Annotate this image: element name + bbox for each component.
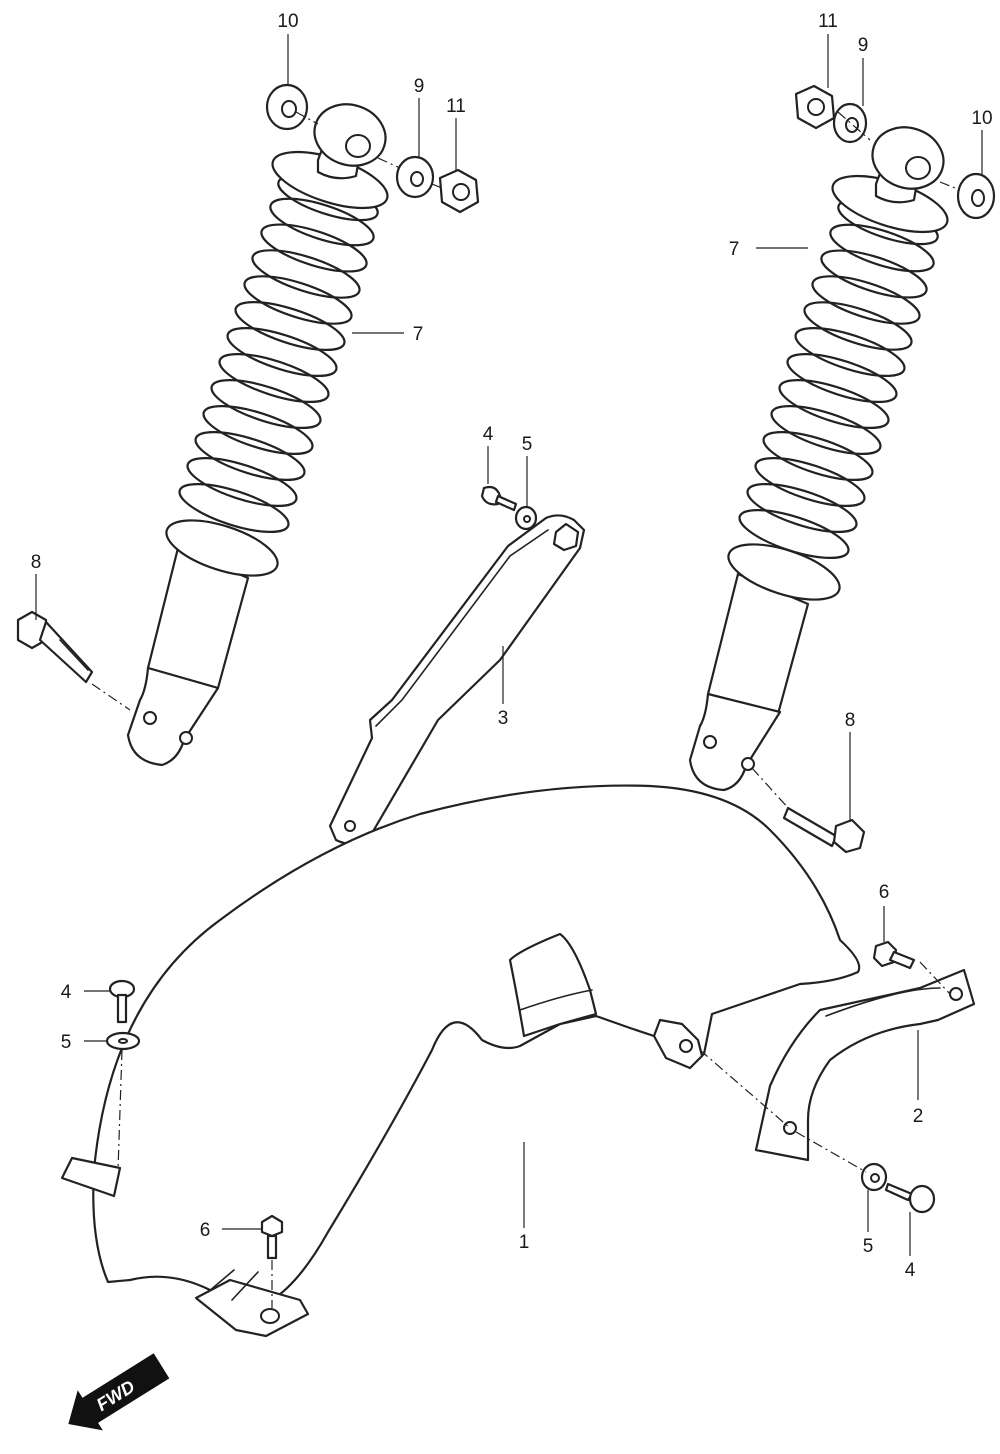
- right-shock-absorber: [688, 126, 949, 792]
- callout-10-right: 10: [971, 108, 992, 129]
- left-nut-11: [438, 168, 480, 214]
- right-washer-10: [956, 172, 996, 220]
- callout-10-left: 10: [277, 11, 298, 32]
- right-nut-11: [794, 84, 836, 130]
- callout-1: 1: [519, 1232, 530, 1253]
- callout-9-right: 9: [858, 35, 869, 56]
- left-washer-10: [265, 83, 309, 131]
- callout-2: 2: [913, 1106, 924, 1127]
- left-washer-5: [105, 1031, 141, 1051]
- callout-8-left: 8: [31, 552, 42, 573]
- callout-6-right: 6: [879, 882, 890, 903]
- callout-4-left: 4: [61, 982, 72, 1003]
- left-washer-9: [395, 155, 435, 199]
- callout-5-right: 5: [863, 1236, 874, 1257]
- callout-9-left: 9: [414, 76, 425, 97]
- right-bolt-6: [872, 940, 916, 970]
- callout-7-right: 7: [729, 239, 740, 260]
- callout-4-right: 4: [905, 1260, 916, 1281]
- bracket-bolt-4: [480, 485, 518, 512]
- left-bolt-6: [260, 1214, 284, 1260]
- callout-leaders: [35, 34, 983, 1256]
- right-bolt-4: [884, 1182, 936, 1214]
- callout-5-left: 5: [61, 1032, 72, 1053]
- bracket-2: [754, 968, 976, 1162]
- callout-11-right: 11: [818, 11, 838, 32]
- bracket-washer-5: [514, 505, 538, 531]
- right-washer-5: [860, 1162, 888, 1192]
- right-bolt-8: [782, 806, 866, 854]
- right-washer-9: [832, 102, 868, 144]
- callout-numbers: 10 9 11 7 8 11 9 10 7 8 4 5 3 4 5 6 1 6 …: [31, 11, 993, 1281]
- rear-fender-1: [60, 784, 861, 1338]
- callout-6-left: 6: [200, 1220, 211, 1241]
- callout-11-left: 11: [446, 96, 466, 117]
- left-bolt-8: [16, 610, 94, 684]
- callout-8-right: 8: [845, 710, 856, 731]
- callout-5-top: 5: [522, 434, 533, 455]
- callout-4-top: 4: [483, 424, 494, 445]
- left-bolt-4: [108, 979, 136, 1024]
- callout-7-left: 7: [413, 324, 424, 345]
- left-shock-absorber: [126, 103, 389, 767]
- forward-arrow-icon: FWD: [68, 1353, 170, 1431]
- callout-3: 3: [498, 708, 509, 729]
- assembly-axes: [91, 111, 961, 1308]
